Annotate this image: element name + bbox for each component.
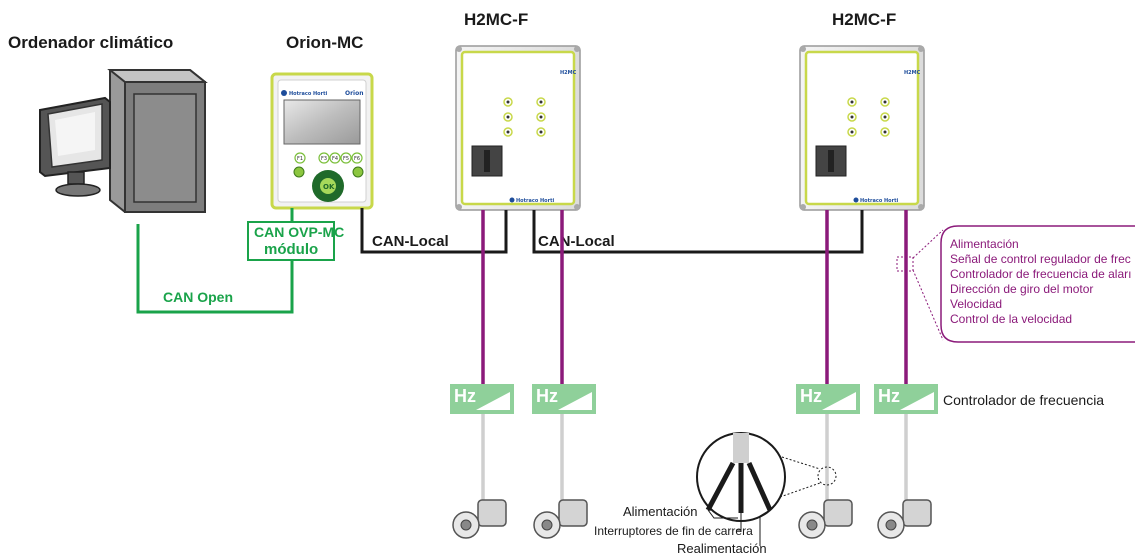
title-climate-computer: Ordenador climático bbox=[8, 33, 173, 52]
hz-label-2: Hz bbox=[536, 386, 558, 406]
freq-controller-4: Hz bbox=[874, 384, 938, 414]
hz-label-4: Hz bbox=[878, 386, 900, 406]
key-f6[interactable] bbox=[351, 152, 363, 164]
title-h2mc-1: H2MC-F bbox=[464, 10, 528, 29]
module-label-2: módulo bbox=[264, 241, 318, 258]
title-h2mc-2: H2MC-F bbox=[832, 10, 896, 29]
signal-callout: Alimentación Señal de control regulador … bbox=[896, 225, 1135, 343]
label-can-open: CAN Open bbox=[163, 289, 233, 305]
can-ovp-module: CAN OVP-MC módulo bbox=[247, 221, 344, 261]
signal-item-5: Velocidad bbox=[950, 297, 1002, 311]
hz-label-1: Hz bbox=[454, 386, 476, 406]
orion-controller: Hotraco Horti Orion F1 F3 F4 F5 F6 OK bbox=[270, 72, 374, 210]
key-f4-label: F4 bbox=[332, 156, 338, 162]
orion-display bbox=[283, 99, 361, 145]
signal-item-2: Señal de control regulador de frec bbox=[950, 252, 1131, 266]
orion-brand: Hotraco Horti bbox=[289, 91, 327, 97]
h2mc-box-1: H2MC Hotraco Horti bbox=[455, 45, 581, 211]
h2mc-2-model: H2MC bbox=[904, 70, 921, 76]
signal-item-3: Controlador de frecuencia de aları bbox=[950, 267, 1131, 281]
wire-can-open bbox=[136, 224, 294, 314]
wire-can-local-2 bbox=[532, 210, 864, 254]
hz-label-3: Hz bbox=[800, 386, 822, 406]
cable-label-power: Alimentación bbox=[623, 504, 697, 519]
key-f6-label: F6 bbox=[354, 156, 360, 162]
key-ok-label: OK bbox=[323, 183, 335, 191]
h2mc-2-brand: Hotraco Horti bbox=[860, 198, 898, 204]
key-f3[interactable] bbox=[318, 152, 330, 164]
motor-icon-2 bbox=[533, 499, 588, 539]
cable-label-feedback: Realimentación bbox=[677, 541, 767, 556]
climate-computer-icon bbox=[39, 69, 208, 213]
freq-controller-1: Hz bbox=[450, 384, 514, 414]
h2mc-1-model: H2MC bbox=[560, 70, 577, 76]
orion-model: Orion bbox=[345, 90, 364, 97]
cable-label-limit-switches: Interruptores de fin de carrera bbox=[594, 524, 753, 538]
h2mc-1-brand: Hotraco Horti bbox=[516, 198, 554, 204]
label-freq-controller: Controlador de frecuencia bbox=[943, 392, 1104, 408]
signal-item-1: Alimentación bbox=[950, 237, 1019, 251]
motor-icon-1 bbox=[452, 499, 507, 539]
key-f1-label: F1 bbox=[297, 156, 303, 162]
freq-controller-3: Hz bbox=[796, 384, 860, 414]
motor-icon-4 bbox=[877, 499, 932, 539]
label-can-local-2: CAN-Local bbox=[538, 233, 615, 250]
orion-keypad: F1 F3 F4 F5 F6 OK bbox=[293, 152, 364, 202]
module-label-1: CAN OVP-MC bbox=[254, 224, 344, 240]
key-left-arrow[interactable] bbox=[293, 166, 305, 178]
key-f5[interactable] bbox=[340, 152, 352, 164]
h2mc-box-2: H2MC Hotraco Horti bbox=[799, 45, 925, 211]
hotraco-logo-icon bbox=[281, 90, 287, 96]
key-f5-label: F5 bbox=[343, 156, 349, 162]
signal-item-4: Dirección de giro del motor bbox=[950, 282, 1093, 296]
key-f1[interactable] bbox=[294, 152, 306, 164]
key-f4[interactable] bbox=[329, 152, 341, 164]
hotraco-logo-icon bbox=[509, 197, 515, 203]
key-right-arrow[interactable] bbox=[352, 166, 364, 178]
cable-detail: Alimentación Interruptores de fin de car… bbox=[594, 432, 837, 556]
wire-can-local-1 bbox=[360, 208, 508, 254]
motor-icon-3 bbox=[798, 499, 853, 539]
key-ok[interactable] bbox=[320, 178, 336, 194]
freq-controller-2: Hz bbox=[532, 384, 596, 414]
hotraco-logo-icon bbox=[853, 197, 859, 203]
label-can-local-1: CAN-Local bbox=[372, 233, 449, 250]
key-f3-label: F3 bbox=[321, 156, 327, 162]
title-orion: Orion-MC bbox=[286, 33, 363, 52]
signal-item-6: Control de la velocidad bbox=[950, 312, 1072, 326]
